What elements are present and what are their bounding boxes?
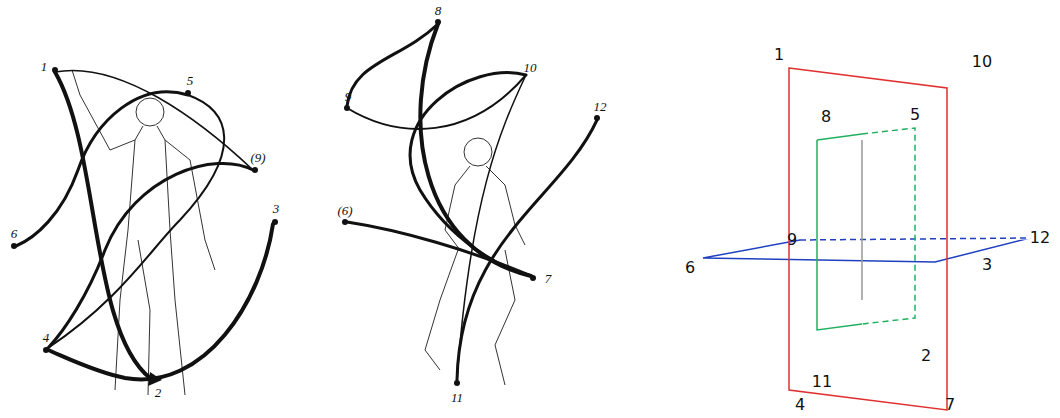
ribbon-curves bbox=[16, 70, 273, 379]
callout-number: 8 bbox=[821, 109, 831, 125]
callout-number: 10 bbox=[972, 54, 992, 70]
planes bbox=[703, 68, 1030, 410]
callout-number: (6) bbox=[337, 204, 352, 217]
callout-number: 11 bbox=[451, 391, 463, 404]
point-dots bbox=[342, 19, 600, 386]
callout-number: 5 bbox=[187, 74, 194, 87]
callout-number: 12 bbox=[594, 100, 607, 113]
point-dots bbox=[11, 67, 278, 353]
callout-number: 3 bbox=[273, 202, 280, 215]
callout-number: 5 bbox=[910, 107, 920, 123]
callout-number: 6 bbox=[11, 227, 18, 240]
callout-number: 4 bbox=[43, 331, 50, 344]
callout-number: 2 bbox=[155, 386, 162, 399]
callout-number: (9) bbox=[250, 151, 265, 164]
callout-number: 12 bbox=[1030, 230, 1050, 246]
callout-number: 9 bbox=[787, 232, 797, 248]
callout-number: 7 bbox=[545, 272, 552, 285]
callout-number: 6 bbox=[685, 260, 695, 276]
callout-number: 4 bbox=[795, 397, 805, 413]
callout-number: 2 bbox=[921, 348, 931, 364]
callout-number: 3 bbox=[982, 257, 992, 273]
ribbon-curves bbox=[347, 24, 597, 380]
arrow-mark bbox=[148, 372, 162, 386]
callout-number: 10 bbox=[524, 61, 537, 74]
human-figure bbox=[72, 70, 215, 395]
callout-number: 7 bbox=[945, 397, 955, 413]
callout-number: 1 bbox=[41, 60, 48, 73]
callout-number: 8 bbox=[435, 4, 442, 17]
human-figure bbox=[425, 138, 525, 385]
callout-number: 9 bbox=[345, 90, 352, 103]
callout-number: 11 bbox=[812, 374, 832, 390]
callout-number: 1 bbox=[774, 47, 784, 63]
